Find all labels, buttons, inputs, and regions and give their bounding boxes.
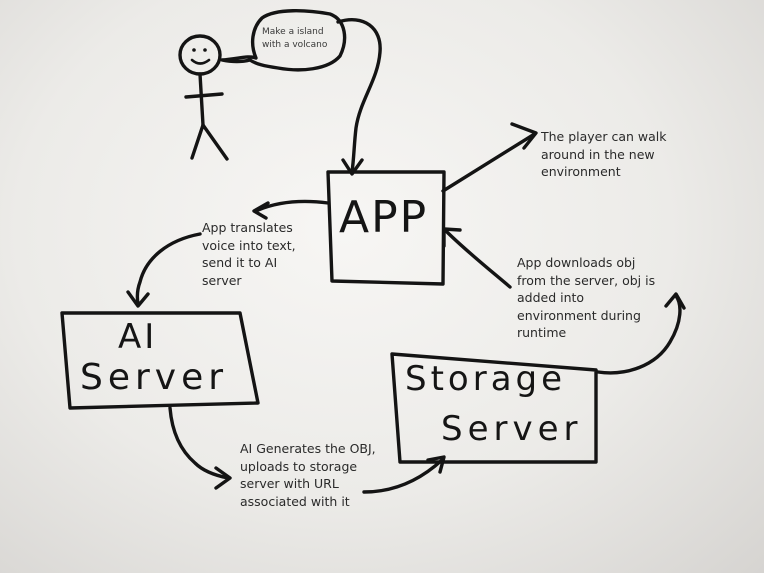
arrow-download-to-app [444,229,512,289]
arrowhead-generate [214,466,232,490]
storage-server-label-line2: Server [441,409,583,449]
arrow-ai-to-generate [168,406,230,480]
figure-eye-right [203,48,207,52]
speech-bubble-text: Make a island with a volcano [262,27,328,50]
speech-bubble [220,9,347,72]
arrowhead-player [510,122,538,150]
figure-eye-left [192,48,196,52]
arrow-storage-to-download [596,294,682,375]
storage-server-box [390,352,598,464]
note-player-walk: The player can walk around in the new en… [541,129,667,179]
ai-server-box [60,311,260,410]
arrow-app-to-player [441,133,535,193]
ai-server-label-line2: Server [80,357,229,398]
arrowhead-into-ai [126,290,150,308]
app-box-label: APP [339,192,429,243]
arrowhead-into-storage [426,455,446,474]
arrowhead-into-app [341,158,364,176]
figure-legs [190,123,229,161]
arrow-translate-to-ai [135,232,202,306]
figure-arms [184,92,224,99]
figure-head [178,34,222,76]
arrow-app-to-translate [256,199,330,212]
arrowhead-into-app-right [442,227,462,248]
note-app-translates: App translates voice into text, send it … [202,220,296,288]
note-ai-generates: AI Generates the OBJ, uploads to storage… [240,441,376,509]
ai-server-label-line1: AI [118,317,158,357]
arrowhead-download [664,292,686,310]
arrow-generate-to-storage [362,458,444,494]
storage-server-label-line1: Storage [405,359,567,399]
app-box [326,170,446,286]
arrowhead-translate [252,201,270,220]
arrow-bubble-to-app [336,18,382,174]
figure-smile [190,58,211,65]
stick-figure [178,34,229,161]
figure-body [198,72,205,127]
note-app-downloads: App downloads obj from the server, obj i… [517,255,656,340]
